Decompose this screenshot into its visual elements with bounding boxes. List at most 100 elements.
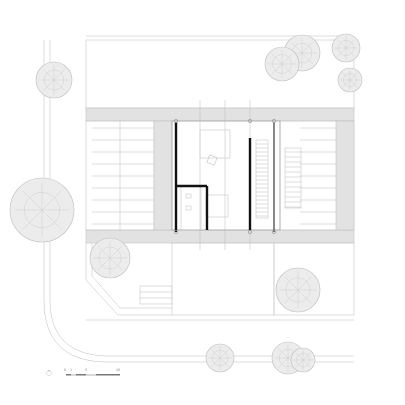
tree-inner-ring bbox=[296, 353, 310, 367]
scale-label-10: 10 bbox=[116, 368, 120, 372]
tree-branch bbox=[22, 209, 43, 230]
stair-treads bbox=[256, 143, 268, 217]
tree-branch bbox=[302, 359, 311, 368]
tree-branch bbox=[53, 79, 65, 91]
tree-branch bbox=[22, 190, 43, 211]
tree-branch bbox=[109, 245, 123, 259]
tree-branch bbox=[297, 289, 312, 304]
column-marker bbox=[272, 230, 276, 234]
tree-branch bbox=[342, 72, 351, 81]
tree-branch bbox=[281, 63, 293, 75]
lower-roof-band bbox=[85, 229, 355, 244]
column-marker bbox=[174, 119, 178, 123]
column-marker bbox=[174, 230, 178, 234]
tree-branch bbox=[41, 209, 62, 230]
scale-label-0: 0 bbox=[64, 368, 66, 372]
tree-branch bbox=[349, 79, 358, 88]
tree-branch bbox=[345, 47, 355, 57]
scale-segment bbox=[76, 374, 86, 376]
tree-icon bbox=[275, 267, 321, 313]
tree-branch bbox=[297, 276, 312, 291]
left-wing-inner-band bbox=[153, 120, 173, 231]
house-core-outline bbox=[171, 120, 281, 231]
tree-branch bbox=[301, 42, 313, 54]
tree-branch bbox=[41, 190, 62, 211]
tree-branch bbox=[337, 47, 347, 57]
right-wing bbox=[279, 120, 355, 231]
tree-icon bbox=[337, 67, 363, 93]
tree-inner-ring bbox=[24, 192, 60, 228]
tree-branch bbox=[295, 359, 304, 368]
tree-branch bbox=[284, 276, 299, 291]
tree-branch bbox=[97, 257, 111, 271]
column-marker bbox=[248, 230, 252, 234]
southeast-yard bbox=[273, 242, 355, 316]
tree-branch bbox=[53, 69, 65, 81]
tree-branch bbox=[278, 357, 289, 368]
tree-inner-ring bbox=[212, 350, 228, 366]
street-edge-outer bbox=[43, 40, 354, 363]
scale-bar: 0 1 5 10 bbox=[46, 368, 120, 376]
bed-block bbox=[205, 194, 229, 218]
street-edge-inner bbox=[49, 40, 354, 357]
tree-inner-ring bbox=[285, 277, 311, 303]
upper-roof-band bbox=[85, 107, 355, 122]
tree-branch bbox=[349, 72, 358, 81]
washbasin-icon bbox=[185, 193, 192, 199]
tree-inner-ring bbox=[272, 54, 292, 74]
tree-branch bbox=[97, 245, 111, 259]
tree-icon bbox=[9, 177, 75, 243]
tree-branch bbox=[291, 42, 303, 54]
tree-icon bbox=[290, 347, 316, 373]
tree-inner-ring bbox=[338, 40, 354, 56]
tree-branch bbox=[211, 349, 221, 359]
tree-branch bbox=[211, 357, 221, 367]
kitchen-block bbox=[199, 129, 231, 159]
tree-branch bbox=[301, 52, 313, 64]
stair-landing bbox=[284, 147, 302, 209]
scale-label-5: 5 bbox=[85, 368, 87, 372]
column-marker bbox=[248, 119, 252, 123]
tree-branch bbox=[109, 257, 123, 271]
tree-icon bbox=[205, 343, 235, 373]
toilet-icon bbox=[185, 205, 192, 211]
tree-branch bbox=[345, 39, 355, 49]
tree-branch bbox=[219, 349, 229, 359]
trees bbox=[9, 33, 363, 375]
tree-branch bbox=[337, 39, 347, 49]
tree-icon bbox=[35, 61, 73, 99]
entry-steps bbox=[139, 285, 173, 305]
left-wing-stripes bbox=[92, 121, 154, 230]
tree-branch bbox=[43, 79, 55, 91]
tree-branch bbox=[295, 352, 304, 361]
landing-treads bbox=[285, 151, 301, 208]
tree-inner-ring bbox=[43, 69, 65, 91]
right-wing-outer-band bbox=[335, 120, 355, 231]
tree-branch bbox=[271, 53, 283, 65]
south-garden-outline bbox=[171, 242, 275, 316]
house-core bbox=[171, 100, 302, 250]
tree-branch bbox=[284, 289, 299, 304]
tree-branch bbox=[271, 63, 283, 75]
table-icon bbox=[206, 154, 218, 166]
tree-branch bbox=[342, 79, 351, 88]
tree-inner-ring bbox=[98, 246, 122, 270]
tree-inner-ring bbox=[343, 73, 357, 87]
left-wing bbox=[85, 120, 173, 231]
tree-icon bbox=[264, 46, 300, 82]
tree-branch bbox=[281, 53, 293, 65]
scale-label-1: 1 bbox=[70, 368, 72, 372]
tree-branch bbox=[43, 69, 55, 81]
tree-branch bbox=[302, 352, 311, 361]
tree-branch bbox=[278, 348, 289, 359]
column-marker bbox=[272, 119, 276, 123]
scale-segment bbox=[66, 374, 71, 376]
tree-icon bbox=[331, 33, 361, 63]
southwest-edge bbox=[85, 243, 172, 316]
scale-segment bbox=[96, 374, 120, 376]
stair-run bbox=[255, 139, 269, 219]
tree-branch bbox=[219, 357, 229, 367]
tree-icon bbox=[89, 237, 131, 279]
